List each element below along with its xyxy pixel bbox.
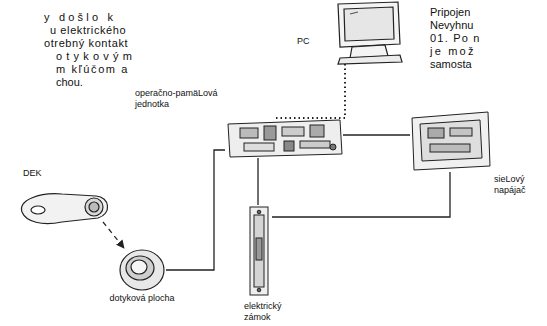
text-fragment: Pripojen <box>430 6 470 19</box>
node-label: elektrický zámok <box>244 301 308 323</box>
node-label: DEK <box>23 168 63 179</box>
text-fragment: otrebný kontakt <box>44 37 128 50</box>
text-fragment: 01. Po n <box>430 32 481 45</box>
data-cable <box>275 64 345 118</box>
text-fragment: otykovým <box>56 50 136 63</box>
key-drawing <box>22 194 108 224</box>
node-label: sieLový napájač <box>494 174 544 196</box>
power-supply-drawing <box>412 112 490 170</box>
memory-unit-node: operačno-pamäLová jednotka <box>225 118 343 158</box>
lock-node: elektrický zámok <box>246 205 272 297</box>
power-supply-node: sieLový napájač <box>410 110 492 172</box>
touch-pad-node: dotyková plocha <box>118 248 166 292</box>
text-fragment: y došlo k <box>44 11 116 24</box>
wire <box>257 158 258 205</box>
board-drawing <box>228 120 342 157</box>
wire <box>166 150 225 270</box>
wire <box>343 134 410 135</box>
node-label: dotyková plocha <box>106 293 178 304</box>
key-node: DEK <box>15 188 115 228</box>
text-fragment: je mož <box>430 45 476 58</box>
node-label: PC <box>297 36 327 47</box>
pc-drawing <box>338 2 402 64</box>
text-fragment: chou. <box>56 76 83 89</box>
node-label: operačno-pamäLová jednotka <box>135 88 223 110</box>
lock-drawing <box>250 207 268 295</box>
touch-pad-drawing <box>120 250 164 290</box>
text-fragment: u elektrického <box>50 24 126 37</box>
text-fragment: m kľúčom a <box>56 63 129 76</box>
text-fragment: Nevyhnu <box>430 19 473 32</box>
wire <box>272 172 450 217</box>
pc-node: PC <box>333 0 403 64</box>
touch-arrow <box>103 222 124 248</box>
text-fragment: samosta <box>430 58 472 71</box>
